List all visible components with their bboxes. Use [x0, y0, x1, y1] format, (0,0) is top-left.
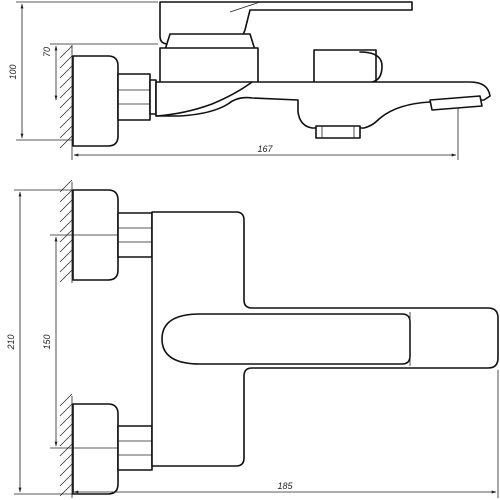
front-view-connector-upper [117, 212, 153, 258]
side-view-diverter-knob [313, 49, 377, 85]
front-view-connector-lower [117, 425, 153, 471]
front-view-escutcheon-lower [72, 403, 119, 495]
side-view-wall-hatch [59, 45, 73, 149]
side-view-dimensions: 100 70 167 [8, 1, 459, 160]
side-view [59, 1, 491, 149]
dim-label-100: 100 [8, 64, 18, 79]
dim-label-70: 70 [42, 47, 52, 57]
front-view-wall-hatch-lower [59, 393, 73, 497]
front-view-dimensions: 210 150 185 [6, 189, 499, 498]
dim-label-167: 167 [257, 144, 273, 154]
dim-label-150: 150 [42, 334, 52, 349]
dim-label-185: 185 [277, 481, 293, 491]
front-view-lever [161, 313, 411, 365]
side-view-nut [149, 79, 157, 115]
side-view-shower-outlet [315, 125, 361, 139]
front-view [59, 179, 499, 498]
side-view-body [155, 81, 491, 129]
front-view-wall-hatch-upper [59, 179, 73, 283]
side-view-connector [117, 73, 151, 121]
side-view-spout-outlet [429, 95, 483, 111]
dim-label-210: 210 [6, 334, 16, 350]
side-view-escutcheon [72, 55, 119, 147]
side-view-cartridge-housing [159, 47, 259, 85]
